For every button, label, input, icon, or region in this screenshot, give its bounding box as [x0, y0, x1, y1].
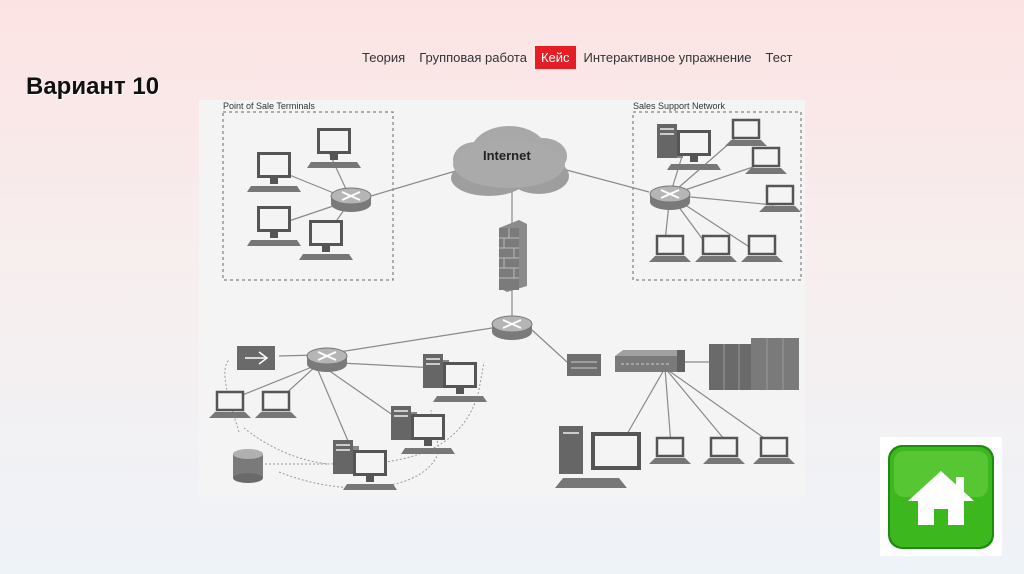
internet-cloud: Internet — [451, 126, 569, 196]
laptop-icon — [647, 436, 693, 466]
home-icon — [888, 445, 994, 549]
home-button[interactable] — [880, 437, 1002, 556]
internet-label: Internet — [483, 148, 531, 163]
pos-terminal-icon — [307, 128, 361, 168]
laptop-icon — [253, 390, 299, 420]
nav-tab-group-work[interactable]: Групповая работа — [419, 49, 527, 65]
laptop-icon — [701, 436, 747, 466]
page-title: Вариант 10 — [26, 73, 160, 100]
network-diagram: Point of Sale Terminals Sales Support Ne… — [199, 100, 805, 497]
layer3-switch-icon — [237, 346, 275, 370]
firewall-icon — [499, 220, 527, 292]
sales-router-icon — [649, 185, 691, 211]
nav-tab-case[interactable]: Кейс — [534, 45, 576, 69]
laptop-icon — [739, 234, 785, 264]
network-switch-icon — [615, 350, 685, 372]
laptop-icon — [207, 390, 253, 420]
laptop-icon — [723, 118, 769, 148]
core-router-icon — [491, 315, 533, 341]
nav-tab-theory[interactable]: Теория — [362, 49, 406, 65]
pos-group-label: Point of Sale Terminals — [223, 101, 315, 111]
laptop-icon — [693, 234, 739, 264]
laptop-icon — [757, 184, 803, 214]
pos-router-icon — [330, 187, 372, 213]
top-navigation: Теория Групповая работа Кейс Интерактивн… — [356, 44, 800, 70]
pos-terminal-icon — [247, 152, 301, 192]
nav-tab-test[interactable]: Тест — [765, 49, 793, 65]
workstation-icon — [555, 426, 641, 488]
laptop-icon — [647, 234, 693, 264]
sales-group-box — [632, 111, 802, 281]
lan-router-icon — [306, 347, 348, 373]
modem-icon — [567, 354, 601, 376]
laptop-icon — [751, 436, 797, 466]
server-rack-icon — [709, 338, 799, 390]
laptop-icon — [743, 146, 789, 176]
database-icon — [233, 449, 263, 483]
pos-terminal-icon — [299, 220, 353, 260]
sales-group-label: Sales Support Network — [633, 101, 726, 111]
pos-terminal-icon — [247, 206, 301, 246]
nav-tab-interactive-exercise[interactable]: Интерактивное упражнение — [583, 49, 752, 65]
pos-group-box — [222, 111, 394, 281]
